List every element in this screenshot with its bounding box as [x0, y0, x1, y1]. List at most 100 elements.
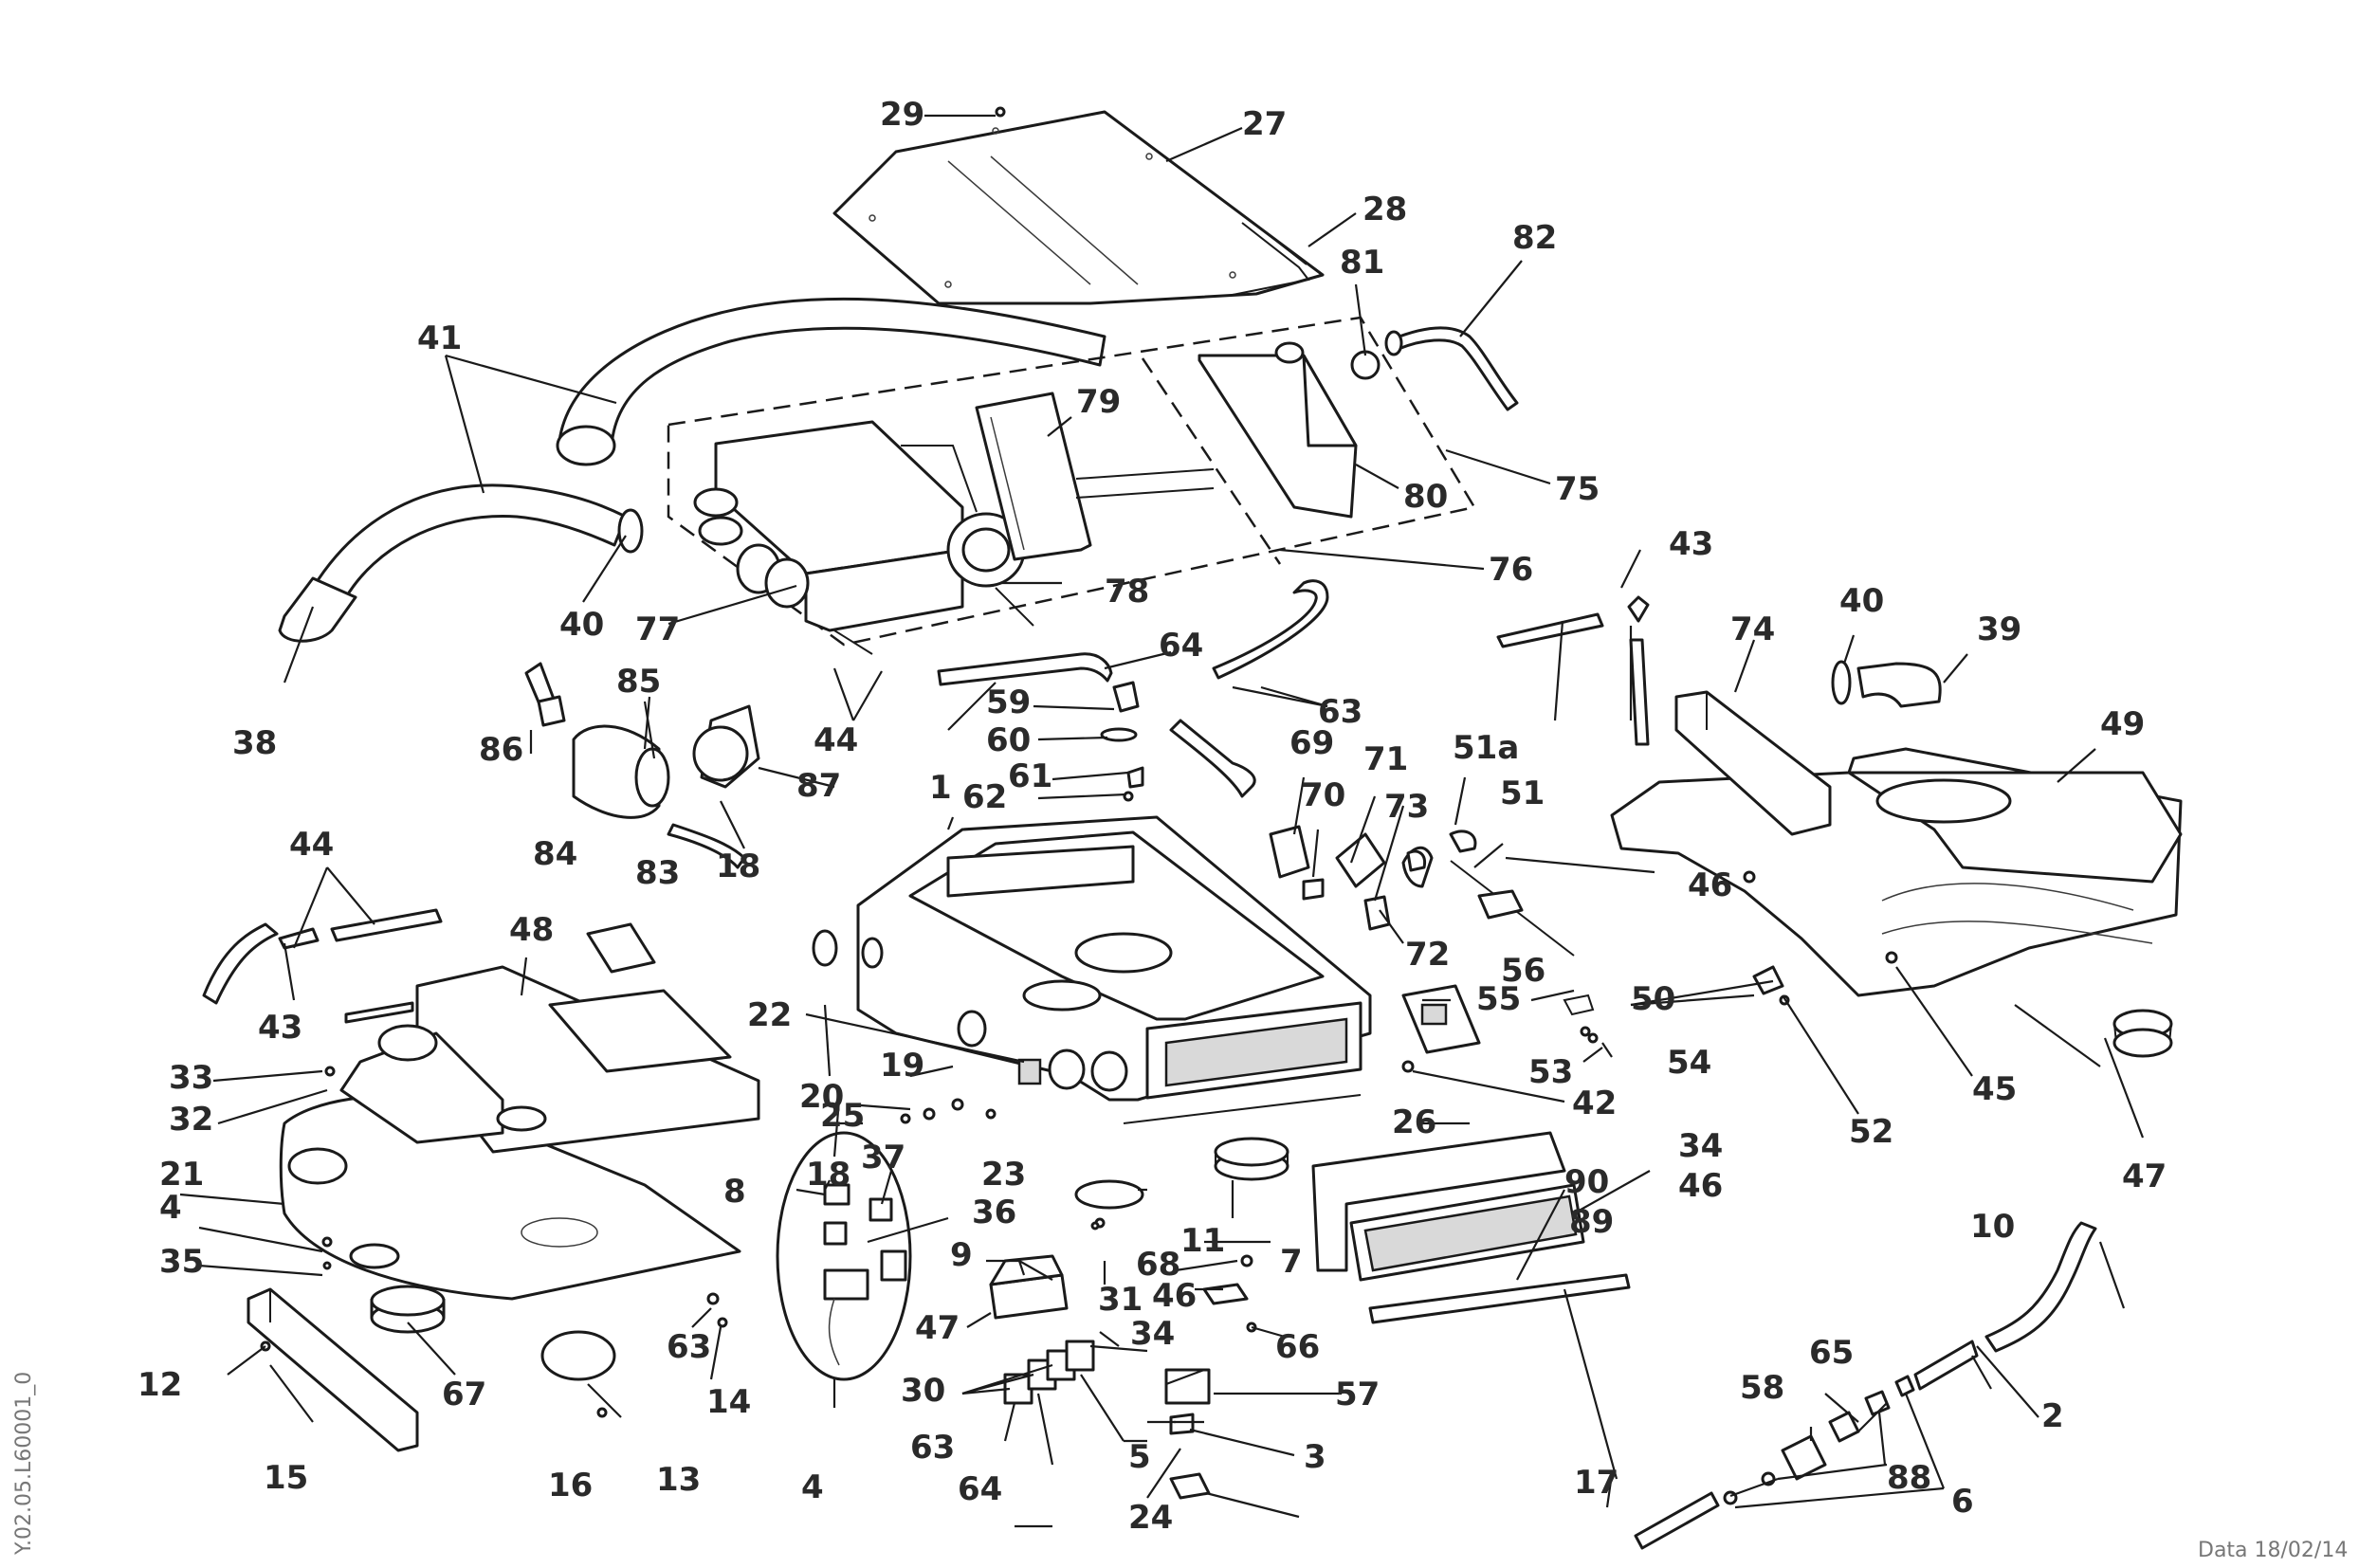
- callout-label: 18: [806, 1156, 850, 1194]
- small-parts-69-73: [1269, 825, 1434, 931]
- callout-label: 89: [1569, 1203, 1614, 1241]
- document-code: Y.02.05.L60001_0: [12, 1372, 36, 1556]
- hose-83: [667, 823, 746, 869]
- callout-label: 76: [1489, 551, 1533, 589]
- filter-25: [1349, 1183, 1585, 1282]
- callout-label: 83: [635, 854, 680, 892]
- callout-label: 39: [1977, 611, 2021, 648]
- callout-label: 72: [1405, 936, 1450, 974]
- callout-label: 4: [801, 1468, 824, 1506]
- callout-label: 88: [1887, 1459, 1931, 1497]
- callout-label: 33: [169, 1059, 213, 1097]
- strip-24: [1368, 1273, 1631, 1324]
- main-housing: [812, 815, 1372, 1124]
- canister-84: [572, 724, 670, 819]
- callout-label: 50: [1631, 980, 1675, 1018]
- callout-label: 27: [1242, 105, 1287, 143]
- valve-65-66: [1723, 1375, 1915, 1505]
- callout-label: 90: [1564, 1163, 1609, 1201]
- callout-label: 55: [1476, 980, 1521, 1018]
- callout-label: 71: [1363, 740, 1408, 778]
- callout-label: 18: [716, 848, 760, 885]
- callout-label: 78: [1105, 573, 1149, 611]
- fitting-59-62: [1100, 681, 1144, 802]
- hose-upper: [556, 297, 1106, 466]
- callout-label: 4: [159, 1189, 182, 1227]
- callout-label: 1: [929, 769, 952, 807]
- callout-label: 3: [1304, 1438, 1326, 1476]
- callout-label: 15: [264, 1459, 308, 1497]
- callout-label: 69: [1289, 724, 1334, 762]
- callout-label: 74: [1730, 611, 1775, 648]
- callout-label: 25: [820, 1097, 865, 1135]
- callout-label: 85: [616, 663, 661, 701]
- pipe-63-right: [1913, 1340, 1979, 1391]
- callout-label: 51a: [1453, 729, 1519, 767]
- callout-label: 75: [1555, 470, 1600, 508]
- rear-air-box: [1610, 747, 2183, 997]
- callout-label: 6: [1951, 1483, 1974, 1521]
- callout-label: 63: [910, 1429, 955, 1467]
- callout-label: 68: [1136, 1246, 1180, 1284]
- strip-74: [1674, 690, 1832, 836]
- callout-label: 66: [1275, 1328, 1320, 1366]
- callout-label: 28: [1362, 191, 1407, 228]
- callout-label: 24: [1128, 1499, 1173, 1537]
- callout-label: 49: [2100, 705, 2145, 743]
- heater-unit: [693, 420, 1034, 655]
- fitting-86: [524, 662, 566, 727]
- base-plate-45: [279, 1094, 741, 1301]
- callout-label: 82: [1512, 219, 1557, 257]
- filter-80: [1198, 341, 1381, 519]
- callout-label: 77: [635, 611, 680, 648]
- callout-label: 67: [442, 1376, 486, 1413]
- duct-48: [339, 922, 760, 1154]
- disc-parts: [370, 1009, 2173, 1381]
- callout-label: 64: [958, 1470, 1002, 1508]
- relay-detail-88: [776, 1131, 912, 1381]
- callout-label: 8: [723, 1173, 746, 1211]
- elbow-39-40: [1831, 660, 1942, 708]
- callout-label: 87: [796, 767, 841, 805]
- callout-label: 23: [981, 1156, 1026, 1194]
- callout-label: 81: [1340, 244, 1384, 282]
- callout-label: 5: [1128, 1438, 1151, 1476]
- heater-core-79: [975, 392, 1215, 561]
- callout-label: 34: [1130, 1315, 1175, 1353]
- callout-label: 59: [986, 684, 1031, 721]
- rod-44-43-right: [1496, 595, 1650, 746]
- callout-label: 63: [1318, 693, 1362, 731]
- callout-label: 63: [667, 1328, 711, 1366]
- screws: [260, 106, 1898, 1418]
- callout-label: 52: [1849, 1113, 1893, 1151]
- callout-label: 12: [137, 1366, 182, 1404]
- callout-label: 34: [1678, 1127, 1723, 1165]
- callout-label: 11: [1180, 1222, 1225, 1260]
- leader-lines: [179, 114, 2145, 1528]
- bracket-28: [1227, 219, 1310, 297]
- callout-label: 61: [1008, 757, 1052, 795]
- callout-label: 62: [962, 778, 1007, 816]
- callout-label: 21: [159, 1156, 204, 1194]
- callout-label: 46: [1688, 866, 1732, 904]
- callout-label: 60: [986, 721, 1031, 759]
- callout-label: 30: [901, 1372, 945, 1410]
- callout-label: 37: [861, 1139, 905, 1176]
- callout-label: 43: [1669, 525, 1713, 563]
- callout-label: 54: [1667, 1044, 1711, 1082]
- callout-label: 53: [1528, 1053, 1573, 1091]
- callout-label: 80: [1403, 478, 1448, 516]
- linkage-51: [1449, 830, 1784, 995]
- callout-label: 46: [1678, 1167, 1723, 1205]
- callout-label: 48: [509, 911, 554, 949]
- callout-label: 20: [799, 1078, 844, 1116]
- pipe-63-bottom: [1634, 1491, 1720, 1550]
- cover-plate: [832, 110, 1325, 305]
- callout-label: 32: [169, 1101, 213, 1139]
- callout-label: 2: [2041, 1397, 2064, 1435]
- rod-44-left: [202, 908, 443, 1005]
- pipe-63-upper: [937, 579, 1329, 798]
- callout-label: 43: [258, 1009, 302, 1047]
- callout-label: 35: [159, 1243, 204, 1281]
